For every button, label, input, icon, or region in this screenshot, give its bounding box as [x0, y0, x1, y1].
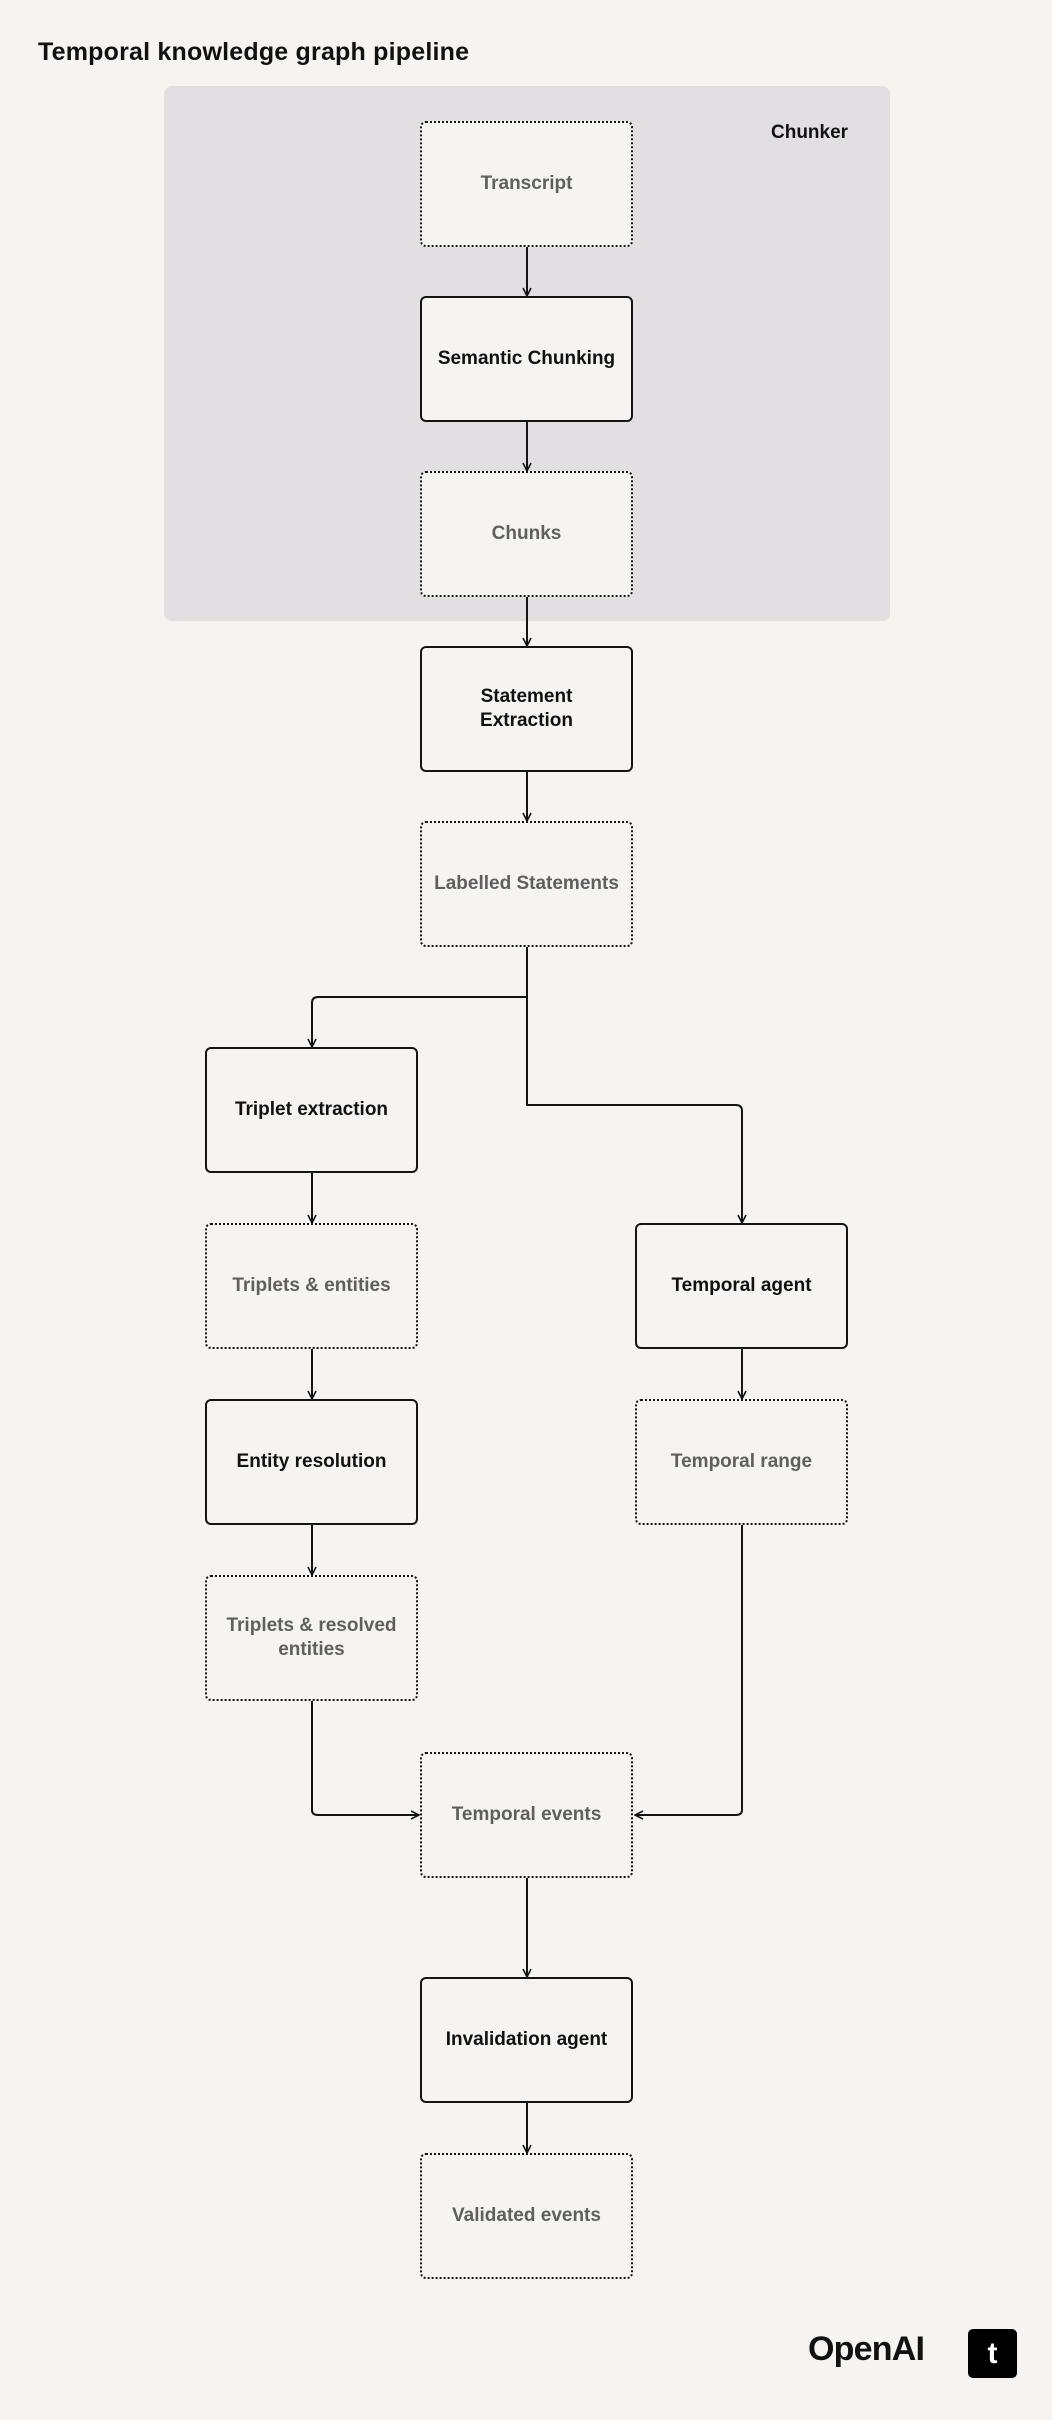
arrow-labelled-to-triplet-extraction [312, 947, 528, 1047]
node-triplet-extraction: Triplet extraction [205, 1047, 418, 1173]
node-triplets-entities: Triplets & entities [205, 1223, 418, 1349]
node-entity-resolution: Entity resolution [205, 1399, 418, 1525]
t-badge-icon: t [968, 2329, 1017, 2378]
openai-logo: OpenAI [808, 2330, 925, 2368]
arrow-resolved-to-temporal-events [311, 1701, 419, 1815]
node-temporal-events: Temporal events [420, 1752, 633, 1878]
arrow-labelled-to-temporal-agent [526, 997, 742, 1223]
node-semantic-chunking: Semantic Chunking [420, 296, 633, 422]
node-temporal-agent: Temporal agent [635, 1223, 848, 1349]
node-triplets-resolved-entities: Triplets & resolved entities [205, 1575, 418, 1701]
node-statement-extraction: Statement Extraction [420, 646, 633, 772]
arrow-range-to-temporal-events [635, 1525, 743, 1815]
node-temporal-range: Temporal range [635, 1399, 848, 1525]
node-chunks: Chunks [420, 471, 633, 597]
chunker-group-label: Chunker [771, 122, 849, 143]
node-labelled-statements: Labelled Statements [420, 821, 633, 947]
diagram-title: Temporal knowledge graph pipeline [38, 38, 470, 66]
node-validated-events: Validated events [420, 2153, 633, 2279]
node-transcript: Transcript [420, 121, 633, 247]
node-invalidation-agent: Invalidation agent [420, 1977, 633, 2103]
